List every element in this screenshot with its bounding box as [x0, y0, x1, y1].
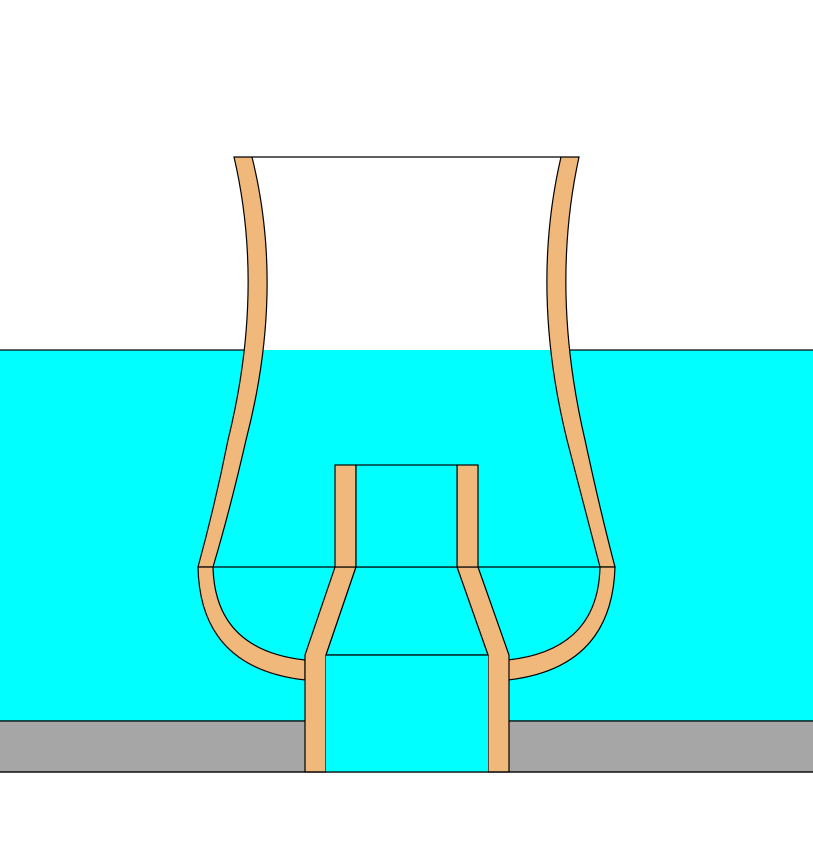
inner-pipe-interior: [355, 464, 458, 568]
drain-pipe-interior: [326, 655, 488, 772]
inner-pipe-right-wall: [456, 464, 479, 568]
vessel-interior-water: [213, 350, 600, 567]
inner-pipe-left-wall: [334, 464, 357, 568]
vessel-air-space: [250, 157, 561, 350]
